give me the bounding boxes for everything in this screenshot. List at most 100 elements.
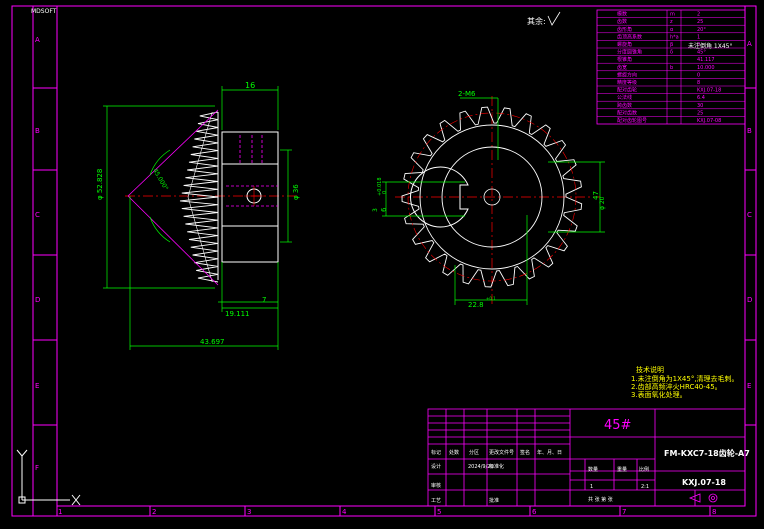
col-label: 4	[342, 508, 347, 516]
row-label-right: A	[747, 40, 752, 48]
qty-value: 1	[590, 484, 593, 490]
param-value: 25	[697, 110, 703, 116]
projection-symbol-icon	[688, 493, 718, 503]
process-label: 工艺	[431, 498, 441, 504]
col-labels: 1 2 3 4 5 6 7 8	[58, 508, 716, 516]
dim-keyway-width: 2-M6	[458, 90, 476, 98]
side-section-view: 16 φ 52.828 φ 36 45.000° 19.111 7 43.697	[96, 81, 300, 350]
row-label-right: B	[747, 127, 752, 135]
param-name: 根锥角	[617, 56, 632, 63]
param-name: 齿数	[617, 18, 627, 25]
param-value: KXJ.07-18	[697, 88, 721, 94]
date-text: 2024/9/20	[468, 464, 494, 470]
param-value: 41.117	[697, 57, 715, 63]
scale-label: 比例	[639, 466, 649, 473]
param-value: 8	[697, 80, 700, 86]
gear-teeth-outline	[401, 106, 583, 288]
row-label: B	[35, 127, 40, 135]
col-label: 1	[58, 508, 62, 516]
dim-43: 43.697	[200, 338, 225, 346]
param-value: 0	[697, 42, 700, 48]
param-symbol: b	[670, 65, 673, 71]
row-label: E	[35, 382, 39, 390]
param-name: 配对齿数	[617, 109, 637, 116]
brand-label: MDSOFT	[31, 8, 57, 15]
param-value: 20°	[697, 27, 706, 33]
row-label: A	[35, 36, 40, 44]
row-label: F	[35, 464, 39, 472]
param-name: 配对齿轮	[617, 87, 637, 94]
bore-with-keyway	[410, 166, 469, 228]
param-name: 齿宽	[617, 64, 627, 71]
header-cell: 处数	[449, 449, 459, 456]
dim-16: 16	[245, 81, 255, 90]
row-labels: A B C D E F A B C D E	[35, 36, 752, 472]
header-cell: 更改文件号	[489, 449, 514, 456]
param-value: 6.4	[697, 95, 705, 101]
param-name: 齿形角	[617, 26, 632, 33]
dim-47: 47	[592, 191, 600, 200]
approve-label: 批准	[489, 497, 499, 504]
roughness-note: 其余:	[527, 11, 561, 26]
param-value: 2	[697, 12, 700, 18]
root-circle	[419, 124, 565, 270]
col-label: 6	[532, 508, 537, 516]
dim-7: 7	[262, 296, 266, 304]
technical-notes: 技术说明 1.未注倒角为1X45°,清理去毛刺。 2.齿部高频淬火HRC40-4…	[631, 365, 739, 399]
weight-label: 重量	[617, 466, 627, 473]
dim-tol2: 0	[382, 191, 388, 194]
param-symbol: m	[670, 12, 675, 18]
drawing-name: FM-KXC7-18齿轮-A7	[664, 448, 750, 458]
param-value: 25	[697, 19, 703, 25]
row-label-right: D	[747, 296, 752, 304]
dim-phi20: φ 20	[599, 196, 606, 210]
param-name: 模数	[617, 11, 627, 18]
material-text: 45#	[604, 418, 631, 433]
param-value: KXJ.07-08	[697, 118, 721, 124]
param-name: 精度等级	[617, 79, 637, 86]
param-name: 分度圆锥角	[617, 49, 642, 56]
header-cell: 标记	[431, 449, 441, 456]
col-label: 2	[152, 508, 156, 516]
param-name: 螺旋方向	[617, 71, 637, 78]
dim-22-8-tol: +0.1	[486, 296, 496, 301]
shaft-hole	[483, 188, 501, 206]
param-name: 跨齿数	[617, 102, 632, 109]
dim-bore: φ 36	[292, 184, 300, 200]
param-symbol: h*a	[670, 34, 679, 40]
dim-key-depth: 3	[372, 208, 379, 212]
param-value: 45°	[697, 50, 706, 56]
dim-cone-angle: 45.000°	[151, 168, 169, 192]
header-cell: 分区	[469, 449, 479, 456]
notes-line: 3.表面氧化处理。	[631, 390, 687, 399]
col-label: 3	[247, 508, 251, 516]
param-value: 0	[697, 72, 700, 78]
header-cell: 签名	[520, 449, 530, 456]
param-value: 10.000	[697, 65, 715, 71]
dim-six: 6	[380, 207, 388, 212]
drawing-frame	[11, 5, 757, 517]
pitch-circle	[407, 112, 577, 282]
header-cell: 年、月、日	[537, 449, 562, 456]
notes-title: 技术说明	[636, 365, 664, 374]
param-name: 螺旋角	[617, 41, 632, 48]
qty-label: 数量	[588, 466, 598, 473]
roughness-text: 其余:	[527, 16, 546, 26]
row-label: D	[35, 296, 40, 304]
param-name: 齿顶高系数	[617, 33, 642, 40]
param-name: 公法线	[617, 94, 632, 101]
param-symbol: z	[670, 19, 673, 25]
row-label-right: E	[747, 382, 751, 390]
roughness-symbol-icon	[547, 11, 561, 26]
dim-outer-diameter: φ 52.828	[96, 169, 104, 200]
title-block: 45# FM-KXC7-18齿轮-A7 KXJ.07-18 标记 处数 分区 更…	[427, 408, 750, 507]
dim-tol1: +0.018	[377, 177, 383, 196]
col-label: 5	[437, 508, 441, 516]
param-symbol: β	[670, 42, 673, 48]
std-label: 标准化	[489, 463, 504, 470]
param-symbol: α	[670, 27, 674, 33]
notes-line: 1.未注倒角为1X45°,清理去毛刺。	[631, 374, 739, 383]
designer-label: 设计	[431, 463, 441, 470]
